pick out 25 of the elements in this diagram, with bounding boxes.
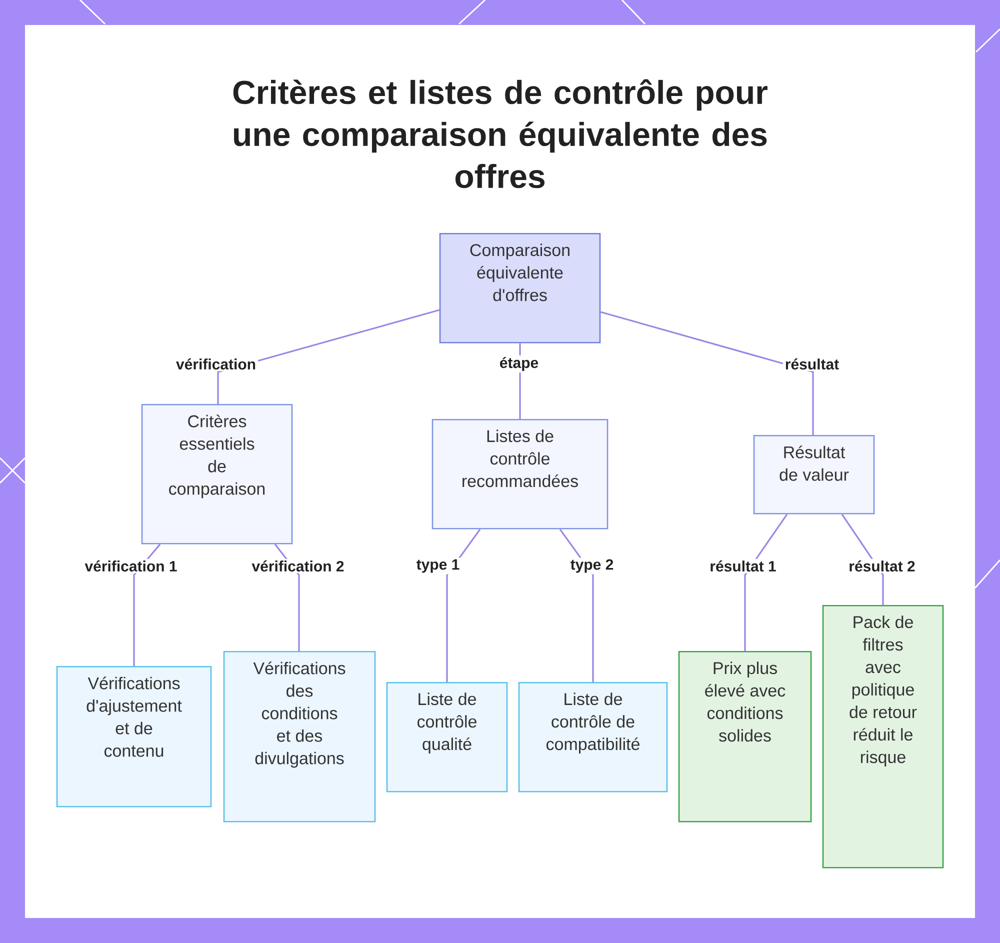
text-box: Pack de filtres avec politique de retour réduit le risque bbox=[822, 605, 944, 868]
edge-label: type 2 bbox=[568, 558, 616, 574]
text-box: Liste de contrôle qualité bbox=[386, 682, 508, 792]
connector-line bbox=[600, 311, 814, 435]
text-box: Vérifications d'ajustement et de contenu bbox=[56, 666, 212, 808]
text-box: Résultat de valeur bbox=[753, 435, 875, 514]
text-box: Listes de contrôle recommandées bbox=[432, 419, 608, 530]
edge-label: résultat bbox=[782, 356, 842, 372]
edge-label: résultat 2 bbox=[846, 558, 918, 574]
connector-line bbox=[559, 528, 594, 682]
edge-label: vérification 2 bbox=[250, 558, 346, 574]
connector-line bbox=[133, 544, 161, 666]
text-box: Liste de contrôle de compatibilité bbox=[518, 682, 668, 792]
title: Critères et listes de contrôle pour une comparaison équivalente des offres bbox=[233, 79, 768, 188]
text-box: Comparaison équivalente d'offres bbox=[439, 232, 601, 344]
edge-label: résultat 1 bbox=[708, 558, 778, 574]
connector-line bbox=[446, 528, 481, 682]
text-box: Prix plus élevé avec conditions solides bbox=[678, 651, 812, 822]
text-box: Vérifications des conditions et des divulgations bbox=[223, 651, 376, 822]
edge-label: type 1 bbox=[414, 558, 462, 574]
text-box: Critères essentiels de comparaison bbox=[141, 404, 293, 544]
edge-label: vérification 1 bbox=[82, 558, 180, 574]
edge-label: étape bbox=[497, 355, 541, 373]
connector-line bbox=[744, 514, 788, 651]
edge-label: vérification bbox=[174, 356, 258, 372]
